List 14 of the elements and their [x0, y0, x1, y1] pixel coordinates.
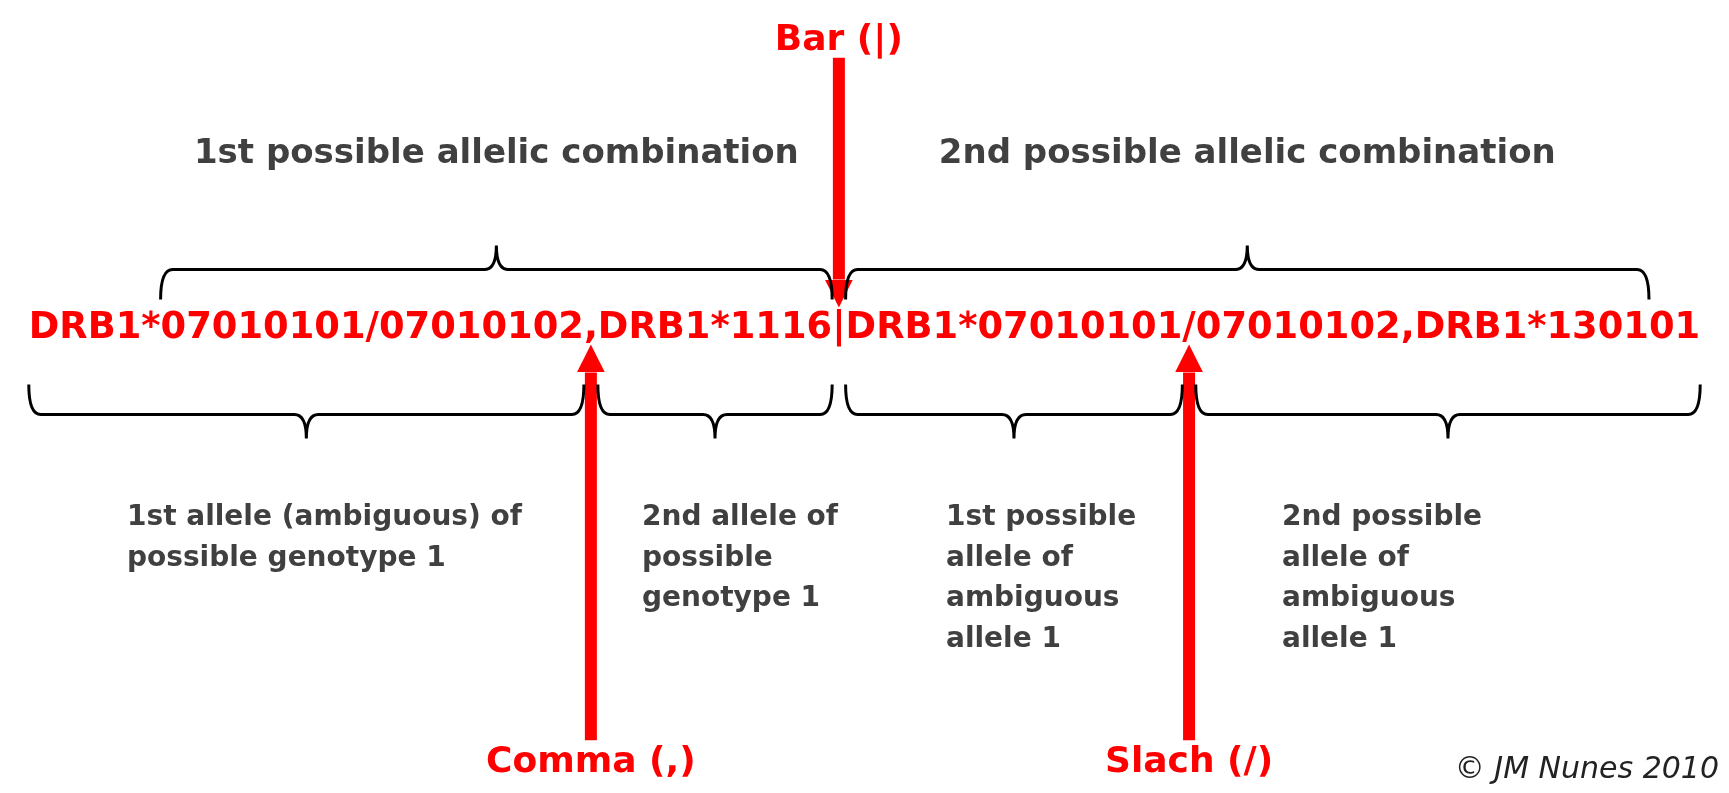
arrow	[824, 57, 853, 308]
symbol-label: Bar (|)	[774, 18, 903, 58]
allele-code-text: DRB1*07010101/07010102,DRB1*1116|DRB1*07010101/07010102,DRB1*130101	[28, 307, 1701, 345]
annotation-label: 1st possible allele of ambiguous allele 1	[946, 498, 1138, 656]
annotation-label: 1st allele (ambiguous) of possible genotype 1	[127, 498, 524, 575]
arrow	[1175, 344, 1204, 741]
symbol-label: Slach (/)	[1105, 740, 1274, 780]
arrow	[576, 344, 605, 741]
symbol-label: Comma (,)	[486, 740, 696, 780]
annotation-label: 1st possible allelic combination	[193, 130, 799, 174]
annotation-label: 2nd allele of possible genotype 1	[642, 498, 840, 616]
copyright-notice: © JM Nunes 2010	[1454, 750, 1719, 785]
annotation-label: 2nd possible allele of ambiguous allele 1	[1282, 498, 1484, 656]
annotation-label: 2nd possible allelic combination	[938, 130, 1556, 174]
